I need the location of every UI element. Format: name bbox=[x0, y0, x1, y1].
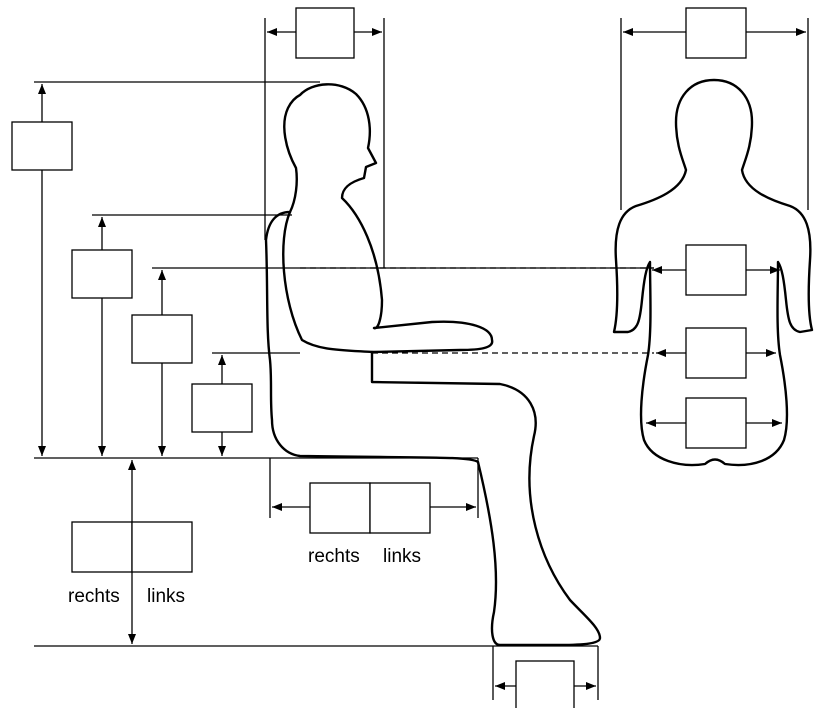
side-arm-contour bbox=[282, 210, 374, 354]
side-figure-outline bbox=[264, 83, 602, 647]
label-seat-right: rechts bbox=[308, 546, 360, 567]
box-hip-width[interactable] bbox=[685, 397, 747, 449]
label-height-left: links bbox=[147, 586, 185, 607]
label-seat-left: links bbox=[383, 546, 421, 567]
box-foot-width[interactable] bbox=[515, 660, 575, 708]
box-shoulder-width[interactable] bbox=[685, 7, 747, 59]
box-stature-sitting[interactable] bbox=[11, 121, 73, 171]
label-height-right: rechts bbox=[68, 586, 120, 607]
box-waist-width[interactable] bbox=[685, 327, 747, 379]
box-chest-width[interactable] bbox=[685, 244, 747, 296]
box-elbow-height[interactable] bbox=[191, 383, 253, 433]
box-knee-height-left[interactable] bbox=[131, 521, 193, 573]
box-head-depth[interactable] bbox=[295, 7, 355, 59]
box-knee-height-right[interactable] bbox=[71, 521, 133, 573]
box-seat-depth-left[interactable] bbox=[369, 482, 431, 534]
box-shoulder-height[interactable] bbox=[71, 249, 133, 299]
box-seat-depth-right[interactable] bbox=[309, 482, 371, 534]
box-chest-height[interactable] bbox=[131, 314, 193, 364]
